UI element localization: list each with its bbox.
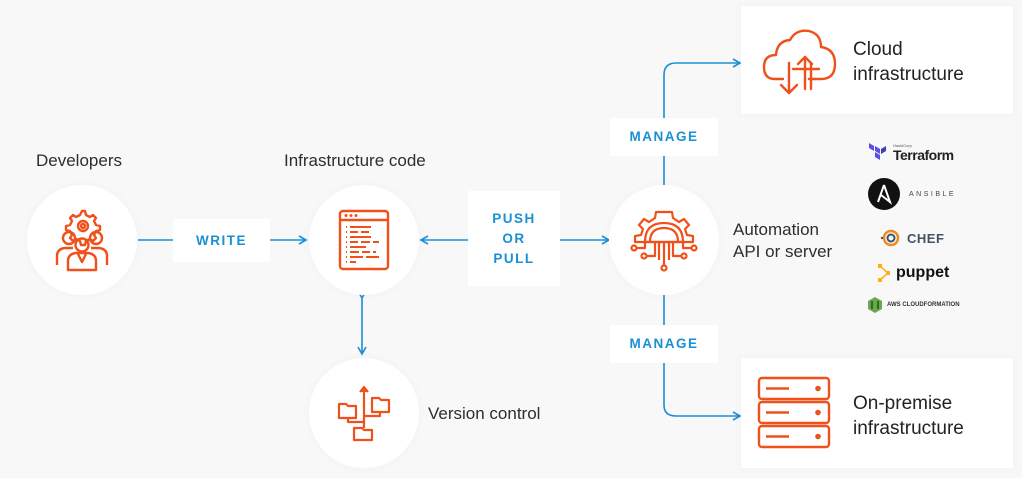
terraform-name: Terraform <box>893 147 954 163</box>
version-control-node <box>309 358 419 468</box>
developers-node <box>27 185 137 295</box>
cloud-label-line1: Cloud <box>853 39 903 60</box>
manage-cloud-edge-label: MANAGE <box>610 118 718 156</box>
cloud-sync-icon <box>762 29 837 95</box>
manage-cloud-label: MANAGE <box>629 129 699 144</box>
or-label: OR <box>502 230 526 246</box>
version-control-label: Version control <box>428 404 541 423</box>
ansible-logo-icon <box>868 178 900 210</box>
cloud-infrastructure-card: Cloud infrastructure <box>741 6 1013 114</box>
server-stack-icon <box>757 376 831 449</box>
gear-circuit-icon <box>630 210 698 272</box>
tool-chef: CHEF <box>880 228 944 248</box>
manage-onprem-label: MANAGE <box>629 336 699 351</box>
onprem-label-line1: On-premise <box>853 393 953 414</box>
tool-cloudformation: AWS CLOUDFORMATION <box>868 297 960 313</box>
arrow-manage-onprem <box>663 295 740 416</box>
folder-tree-icon <box>337 385 391 442</box>
cloudformation-logo-icon <box>868 297 882 313</box>
puppet-logo-icon <box>878 264 890 282</box>
push-pull-edge-label: PUSH OR PULL <box>468 191 560 286</box>
cloud-label-line2: infrastructure <box>853 64 964 85</box>
infra-code-label: Infrastructure code <box>284 151 426 170</box>
developers-label: Developers <box>36 151 122 170</box>
terraform-logo-icon <box>869 143 886 160</box>
infra-code-node <box>309 185 419 295</box>
team-gear-icon <box>55 209 109 272</box>
write-edge-label: WRITE <box>173 219 270 262</box>
puppet-name: puppet <box>896 264 950 281</box>
chef-name: CHEF <box>907 230 945 246</box>
pull-label: PULL <box>493 250 535 266</box>
arrow-manage-cloud <box>663 63 740 186</box>
automation-label-line1: Automation <box>733 220 819 239</box>
chef-logo-icon <box>880 229 900 247</box>
code-window-icon <box>338 209 390 271</box>
tool-ansible: ANSIBLE <box>868 178 956 210</box>
onprem-label-line2: infrastructure <box>853 418 964 439</box>
manage-onprem-edge-label: MANAGE <box>610 325 718 363</box>
cloudformation-name: AWS CLOUDFORMATION <box>887 302 960 308</box>
terraform-sub: HashiCorp <box>893 143 912 148</box>
onprem-infrastructure-card: On-premise infrastructure <box>741 358 1013 468</box>
automation-node <box>609 185 719 295</box>
automation-label-line2: API or server <box>733 242 833 261</box>
write-label: WRITE <box>196 232 247 248</box>
tool-terraform: HashiCorp Terraform <box>868 143 954 163</box>
tool-puppet: puppet <box>877 263 949 283</box>
ansible-name: ANSIBLE <box>909 190 957 198</box>
push-label: PUSH <box>492 210 536 226</box>
